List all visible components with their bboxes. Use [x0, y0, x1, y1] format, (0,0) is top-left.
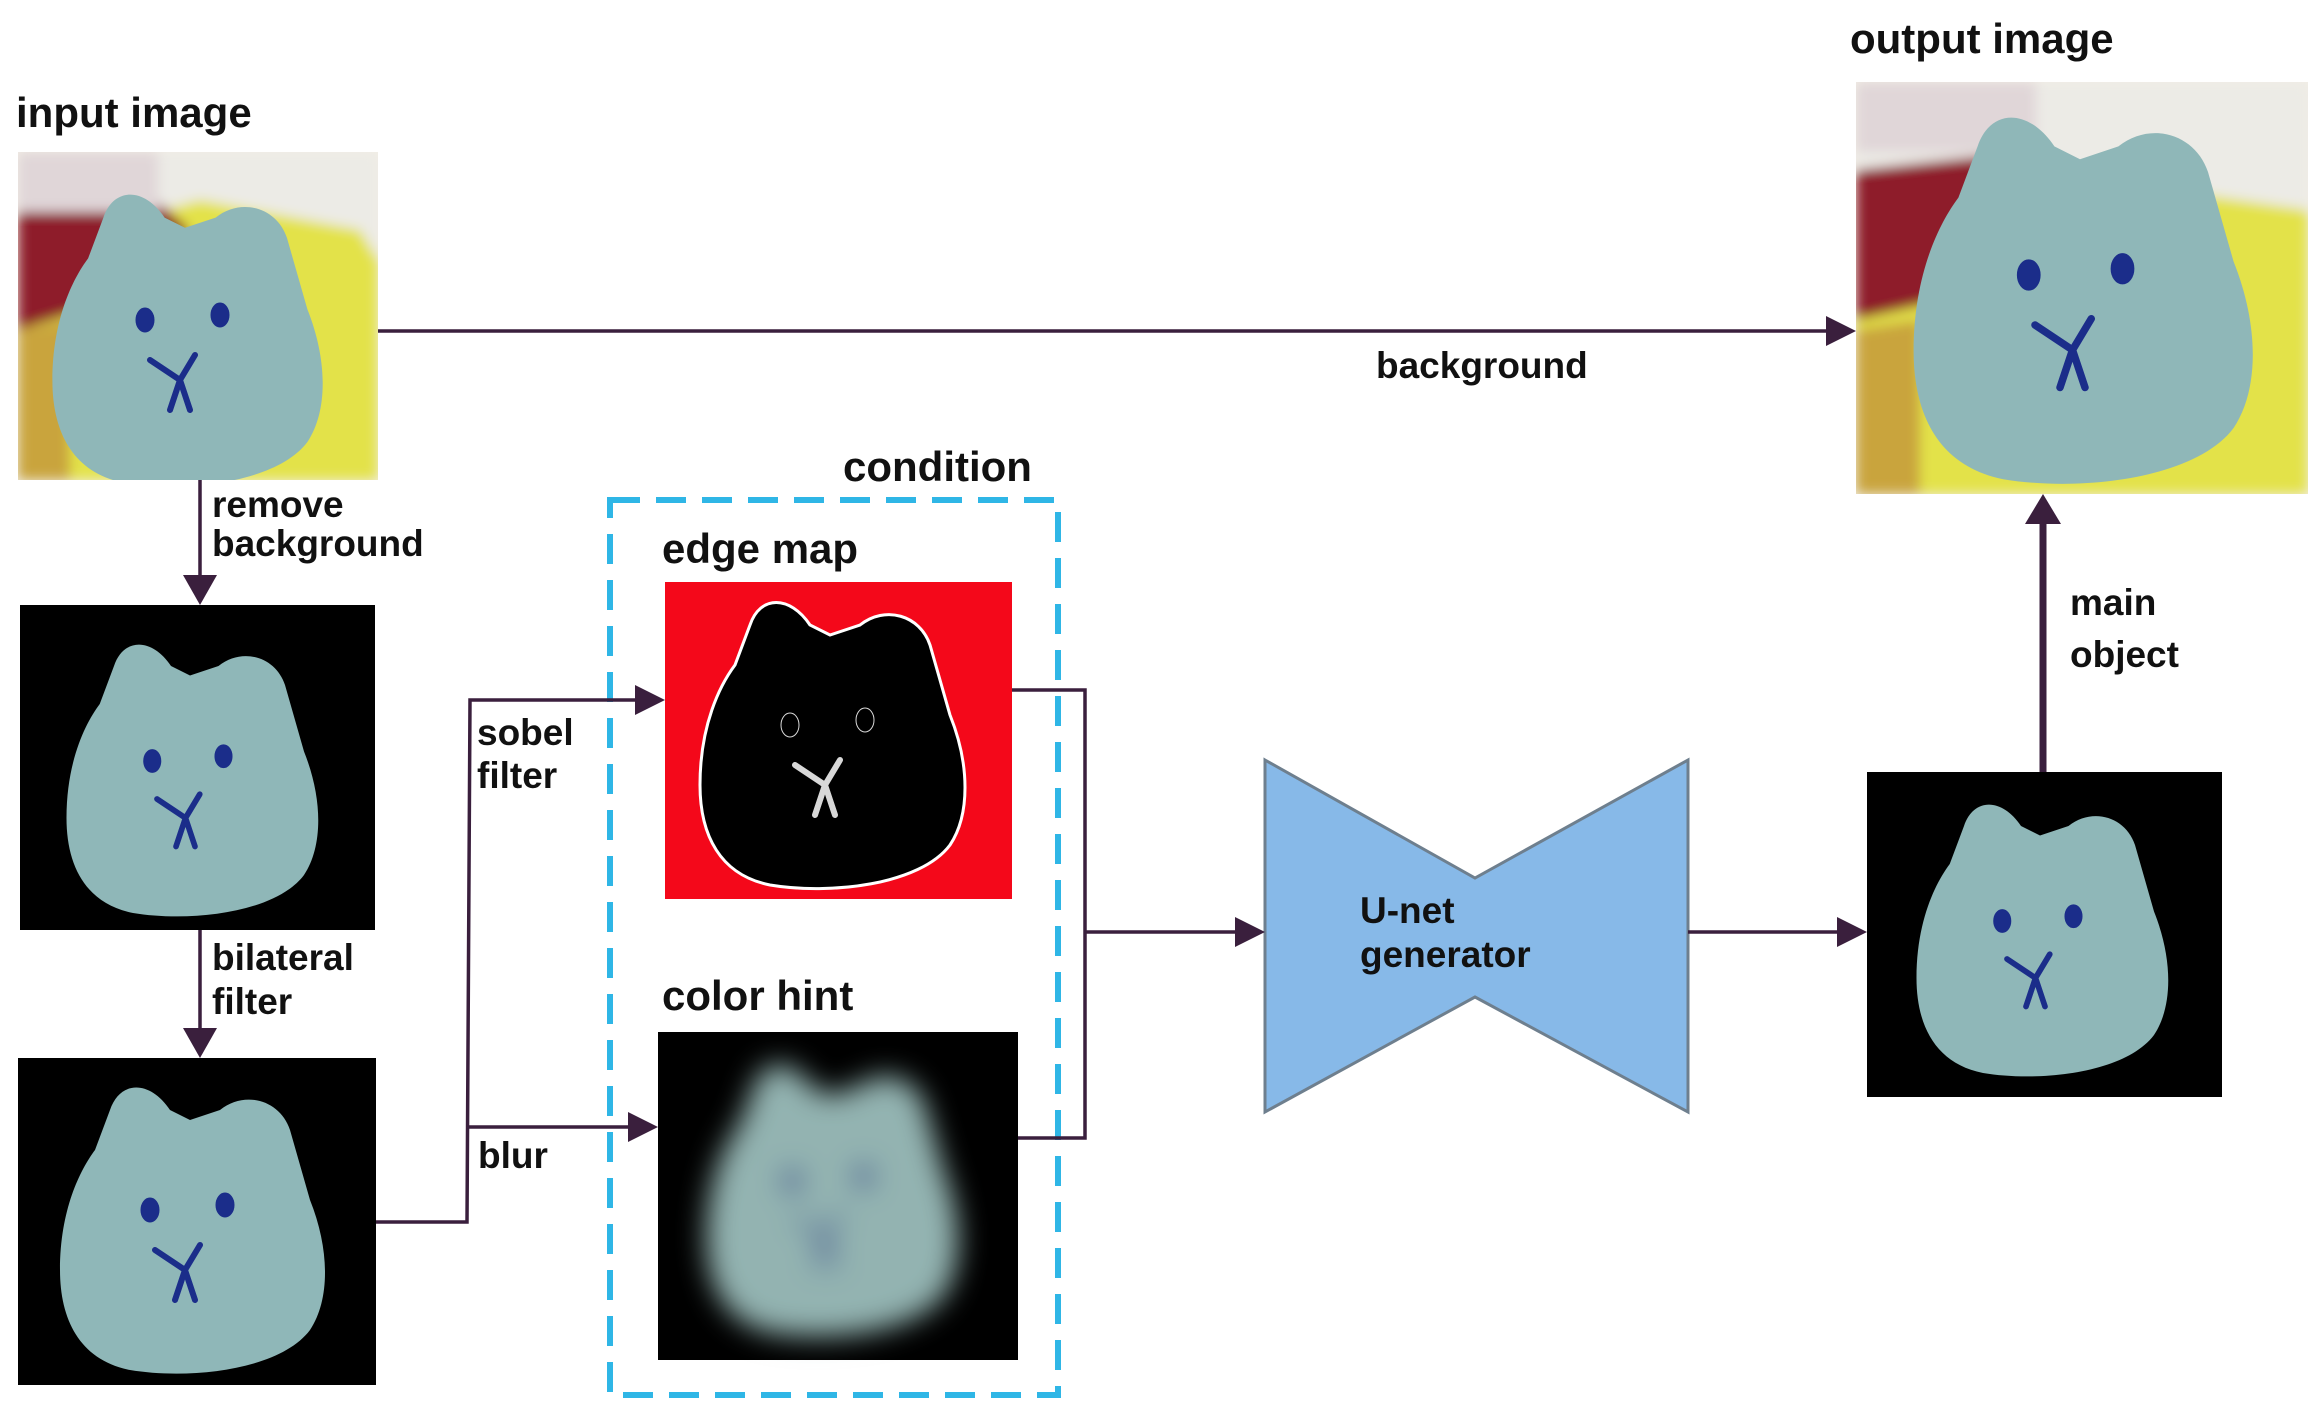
main-object-arrowhead: [2025, 494, 2061, 524]
background-arrowhead: [1826, 316, 1856, 346]
unet-label-line2: generator: [1360, 934, 1531, 975]
sobel-filter-label-line1: sobel: [477, 712, 574, 753]
unet-label-line1: U-net: [1360, 890, 1455, 931]
merge-line: [1012, 688, 1087, 1140]
blur-label: blur: [478, 1135, 548, 1176]
main-object-image: [1867, 772, 2222, 1097]
remove-background-label-line2: background: [212, 523, 424, 564]
bilateral-filter-label-line1: bilateral: [212, 937, 354, 978]
remove-background-label-line1: remove: [212, 484, 344, 525]
condition-label: condition: [843, 443, 1032, 490]
edge-map-label: edge map: [662, 525, 858, 572]
input-image: [18, 152, 378, 480]
sobel-arrowhead: [635, 685, 665, 715]
cutout-image: [20, 605, 375, 930]
background-label: background: [1376, 345, 1588, 386]
bilateral-arrowhead: [183, 1028, 217, 1058]
output-image: [1856, 82, 2308, 494]
main-object-label-line2: object: [2070, 634, 2179, 675]
connectors: [198, 329, 2047, 1224]
input-image-label: input image: [16, 89, 252, 136]
main-object-label-line1: main: [2070, 582, 2156, 623]
bilateral-filter-label-line2: filter: [212, 981, 292, 1022]
blur-arrowhead: [628, 1112, 658, 1142]
from-unet-arrowhead: [1837, 917, 1867, 947]
bilateral-image: [18, 1058, 376, 1385]
unet-generator-shape: [1263, 757, 1690, 1115]
color-hint-image: [658, 1032, 1018, 1360]
sobel-arrow-line: [376, 698, 640, 1224]
output-image-label: output image: [1850, 15, 2114, 62]
remove-bg-arrowhead: [183, 575, 217, 605]
color-hint-label: color hint: [662, 972, 853, 1019]
condition-box: [607, 497, 1061, 1398]
to-unet-arrowhead: [1235, 917, 1265, 947]
edge-map-image: [665, 582, 1012, 899]
sobel-filter-label-line2: filter: [477, 755, 557, 796]
arrowheads: [183, 316, 2061, 1142]
